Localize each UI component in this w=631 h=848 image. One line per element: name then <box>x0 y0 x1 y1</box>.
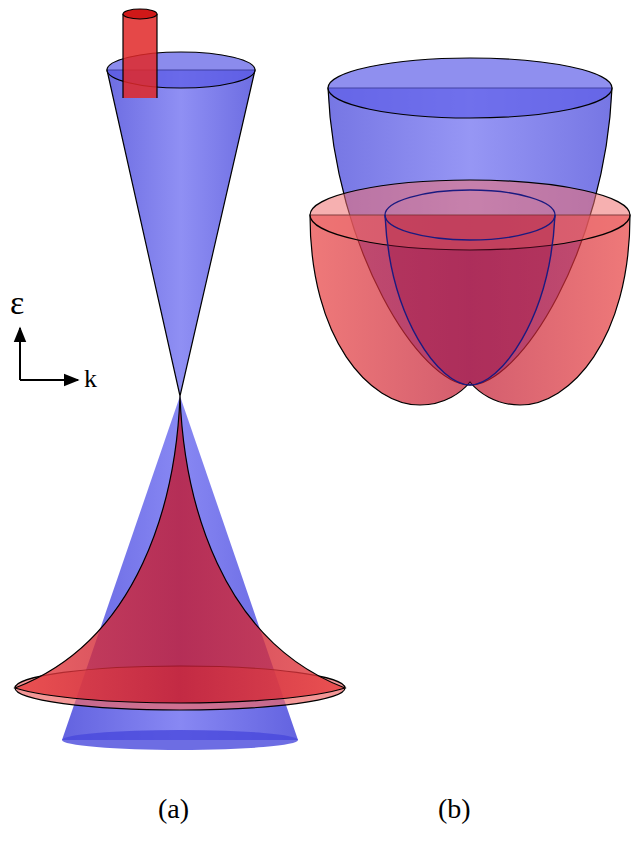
axis-label: ε <box>10 286 24 320</box>
upper-blue-cone <box>107 52 255 396</box>
lower-red-cone <box>15 396 345 710</box>
red-paraboloids <box>310 180 630 405</box>
axis-label: k <box>84 366 97 392</box>
panel-label: (b) <box>438 795 471 823</box>
axes <box>20 328 78 380</box>
red-tube <box>123 9 157 98</box>
panel-label: (a) <box>158 795 189 823</box>
